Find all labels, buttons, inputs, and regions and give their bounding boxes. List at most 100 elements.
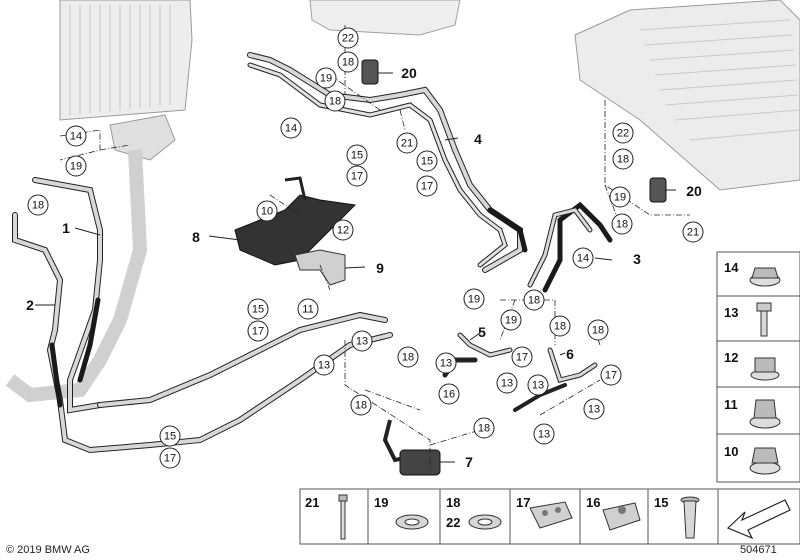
callout-number: 18	[617, 154, 629, 166]
callout-number: 13	[356, 336, 368, 348]
pipe-4	[247, 52, 528, 273]
part-callout-17: 17	[511, 346, 533, 368]
part-callout-13: 13	[496, 372, 518, 394]
part-callout-18: 18	[324, 90, 346, 112]
part-callout-18: 18	[473, 417, 495, 439]
part-callout-13: 13	[533, 423, 555, 445]
callout-number: 17	[605, 370, 617, 382]
callout-number: 11	[302, 304, 313, 316]
part-callout-22: 22	[612, 122, 634, 144]
part-callout-10: 10	[256, 200, 278, 222]
part-callout-18: 18	[611, 213, 633, 235]
part-callout-14: 14	[572, 247, 594, 269]
part-callout-18: 18	[523, 289, 545, 311]
callout-number: 17	[516, 352, 528, 364]
compressor-unit-top	[309, 0, 461, 36]
part-callout-21: 21	[682, 221, 704, 243]
pipe-clip-icon	[602, 502, 641, 531]
part-callout-18: 18	[350, 394, 372, 416]
legend-right-number: 13	[724, 305, 738, 320]
hex-nut-washer-icon	[750, 357, 780, 381]
callout-number: 15	[252, 304, 264, 316]
callout-number: 14	[577, 253, 589, 265]
legend-right-number: 10	[724, 444, 738, 459]
part-callout-22: 22	[337, 27, 359, 49]
part-callout-18: 18	[612, 148, 634, 170]
callout-number: 19	[614, 192, 626, 204]
part-callout-15: 15	[346, 144, 368, 166]
hex-bolt-icon	[756, 302, 772, 337]
pipe-1	[32, 177, 103, 414]
legend-bottom-number-secondary: 22	[446, 515, 460, 530]
part-callout-18: 18	[549, 315, 571, 337]
part-callout-15: 15	[416, 150, 438, 172]
callout-number: 21	[401, 138, 413, 150]
main-part-label-6: 6	[566, 346, 574, 362]
valve-20-top	[361, 59, 379, 85]
main-part-label-20: 20	[401, 65, 417, 81]
callout-number: 13	[440, 358, 452, 370]
callout-number: 15	[421, 156, 433, 168]
callout-number: 10	[261, 206, 273, 218]
arrow-symbol-icon	[726, 499, 791, 540]
copyright-text: © 2019 BMW AG	[6, 544, 90, 556]
part-callout-11: 11	[297, 298, 319, 320]
legend-right-number: 11	[724, 397, 738, 412]
pipe-2	[12, 212, 393, 454]
callout-number: 16	[443, 389, 455, 401]
callout-number: 13	[588, 404, 600, 416]
drawing-number: 504671	[740, 544, 777, 556]
part-callout-19: 19	[463, 288, 485, 310]
part-callout-15: 15	[159, 425, 181, 447]
part-callout-13: 13	[351, 330, 373, 352]
legend-bottom-number: 19	[374, 495, 388, 510]
callout-number: 12	[337, 225, 349, 237]
part-callout-14: 14	[65, 125, 87, 147]
legend-bottom-number: 21	[305, 495, 319, 510]
callout-number: 17	[421, 181, 433, 193]
callout-number: 18	[592, 325, 604, 337]
part-callout-17: 17	[346, 165, 368, 187]
legend-right: 14 13 12 11 10	[716, 251, 800, 483]
part-callout-19: 19	[65, 155, 87, 177]
legend-bottom-number: 15	[654, 495, 668, 510]
callout-number: 13	[532, 380, 544, 392]
part-callout-18: 18	[397, 346, 419, 368]
callout-number: 18	[355, 400, 367, 412]
callout-number: 18	[478, 423, 490, 435]
sealing-ring-icon	[395, 514, 429, 530]
main-part-label-20: 20	[686, 183, 702, 199]
callout-number: 15	[351, 150, 363, 162]
callout-number: 15	[164, 431, 176, 443]
legend-right-number: 14	[724, 260, 739, 275]
callout-number: 21	[687, 227, 699, 239]
bracket-9	[294, 249, 346, 286]
part-callout-19: 19	[609, 186, 631, 208]
evaporator-unit	[5, 0, 193, 403]
callout-number: 18	[32, 200, 44, 212]
callout-number: 17	[252, 326, 264, 338]
part-callout-13: 13	[583, 398, 605, 420]
callout-number: 18	[342, 57, 354, 69]
callout-number: 22	[342, 33, 354, 45]
callout-number: 18	[616, 219, 628, 231]
main-part-label-1: 1	[62, 220, 70, 236]
callout-number: 19	[505, 315, 517, 327]
callout-number: 13	[501, 378, 513, 390]
callout-number: 14	[70, 131, 82, 143]
main-part-label-8: 8	[192, 229, 200, 245]
callout-number: 18	[402, 352, 414, 364]
flange-nut-icon	[749, 267, 781, 287]
callout-number: 18	[329, 96, 341, 108]
part-callout-15: 15	[247, 298, 269, 320]
legend-right-number: 12	[724, 350, 738, 365]
legend-bottom-number: 16	[586, 495, 600, 510]
valve-20-right	[649, 177, 667, 203]
callout-number: 17	[164, 453, 176, 465]
part-callout-17: 17	[600, 364, 622, 386]
part-callout-12: 12	[332, 219, 354, 241]
